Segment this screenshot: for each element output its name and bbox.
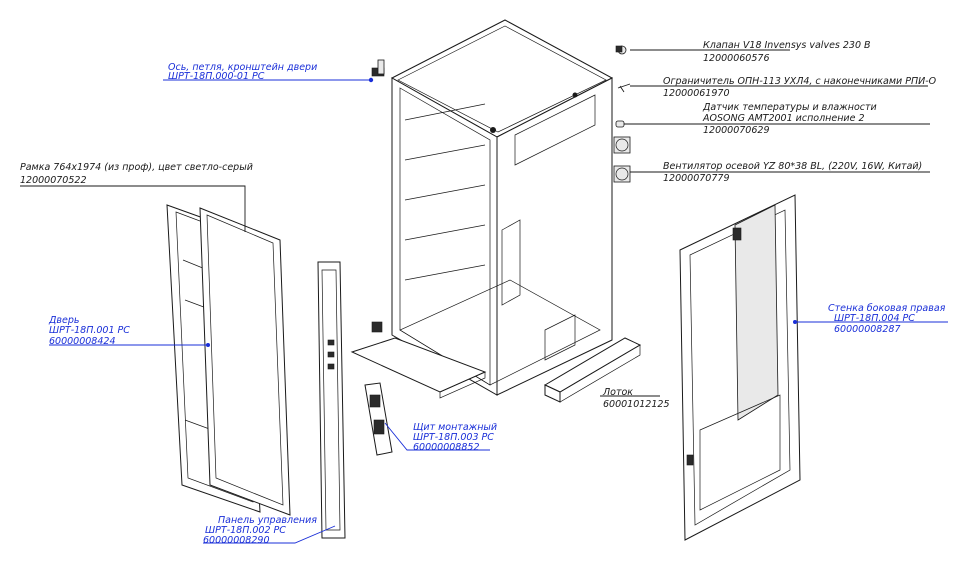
tray-part [543, 337, 642, 403]
door-label-name: Дверь [48, 315, 80, 326]
valve-label-code: 12000060576 [703, 53, 770, 64]
sensor-label-name2: AOSONG AMT2001 исполнение 2 [702, 113, 865, 124]
control-panel-label-id: 60000008290 [203, 535, 270, 546]
sensor-icon [615, 120, 625, 128]
side-wall-label-name: Стенка боковая правая [828, 303, 946, 314]
hinge-label-name: Ось, петля, кронштейн двери [168, 62, 317, 73]
mounting-panel-part [364, 382, 393, 456]
fan-icon [613, 136, 631, 183]
side-wall-label-id: 60000008287 [834, 324, 901, 335]
hinge-icon [368, 59, 385, 83]
fan-label-code: 12000070779 [663, 173, 730, 184]
hinge-label-code: ШРТ-18П.000-01 РС [168, 71, 265, 82]
limiter-label-code: 12000061970 [663, 88, 730, 99]
sill-plate [350, 337, 487, 399]
valve-label-name: Клапан V18 Invensys valves 230 В [703, 40, 871, 51]
tray-label-name: Лоток [602, 387, 633, 398]
sensor-label-code: 12000070629 [703, 125, 770, 136]
door-label-id: 60000008424 [49, 336, 116, 347]
mount-panel-label-code: ШРТ-18П.003 РС [413, 432, 494, 443]
mount-panel-label-id: 60000008852 [413, 442, 480, 453]
side-wall-part [679, 194, 801, 541]
control-panel-label-name: Панель управления [218, 515, 317, 526]
tray-label-code: 60001012125 [603, 399, 670, 410]
door-label-code: ШРТ-18П.001 РС [49, 325, 130, 336]
limiter-label-name: Ограничитель ОПН-113 УХЛ4, с наконечника… [663, 76, 937, 87]
control-panel-label-code: ШРТ-18П.002 РС [205, 525, 286, 536]
sensor-label-name: Датчик температуры и влажности [702, 102, 877, 113]
door-frame [199, 207, 291, 516]
side-wall-label-code: ШРТ-18П.004 РС [834, 313, 915, 324]
mount-panel-label-name: Щит монтажный [413, 422, 497, 433]
frame-label-name: Рамка 764х1974 (из проф), цвет светло-се… [20, 162, 253, 173]
cabinet-body [390, 19, 614, 396]
valve-icon [615, 45, 627, 55]
frame-label-code: 12000070522 [20, 175, 87, 186]
limiter-icon [617, 83, 631, 93]
hinge-lower-icon [371, 321, 383, 333]
control-panel-part [317, 261, 346, 539]
fan-label-name: Вентилятор осевой YZ 80*38 BL, (220V, 16… [663, 161, 922, 172]
